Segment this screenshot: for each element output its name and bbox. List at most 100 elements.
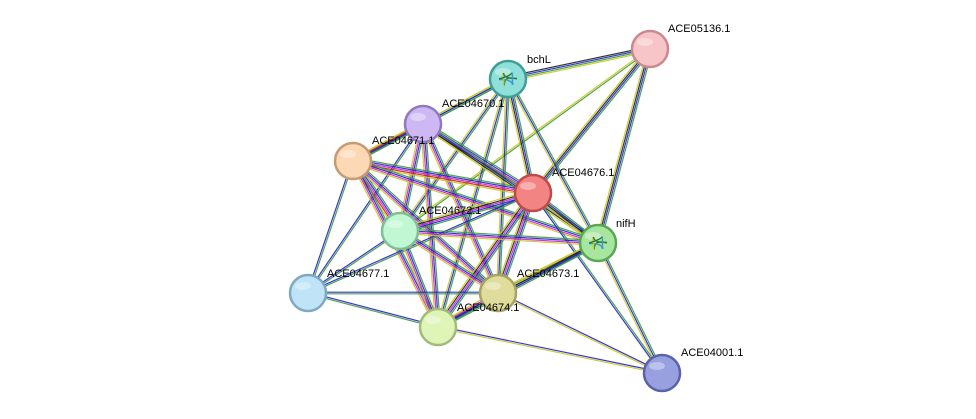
structure-strand <box>592 237 595 250</box>
structure-strand <box>601 236 604 250</box>
edge-layer <box>306 46 664 375</box>
edge-channel <box>399 192 534 232</box>
edge-ace05136-1-ace04672-1 <box>399 47 651 233</box>
edge-channel <box>533 192 664 373</box>
node-highlight <box>520 182 536 190</box>
edge-channel <box>599 49 653 244</box>
protein-structure-icon <box>588 236 608 250</box>
node-circle[interactable] <box>333 141 373 181</box>
edge-channel <box>424 120 536 191</box>
edge-channel <box>352 162 598 246</box>
edge-nifh-ace04674-1 <box>436 240 600 330</box>
edge-channel <box>509 78 536 193</box>
edge-channel <box>398 77 508 231</box>
edge-channel <box>400 79 510 233</box>
node-circle[interactable] <box>478 273 518 313</box>
node-circle[interactable] <box>630 29 670 69</box>
node-label-ace04672-1: ACE04672.1 <box>419 205 481 217</box>
edge-channel <box>399 190 533 231</box>
edge-channel <box>507 47 650 79</box>
edge-channel <box>400 193 534 234</box>
node-layer <box>288 29 682 393</box>
node-label-bchl: bchL <box>527 54 551 66</box>
edge-channel <box>507 78 599 244</box>
edge-channel <box>508 50 651 82</box>
edge-channel <box>531 48 650 193</box>
edge-channel <box>438 325 663 373</box>
node-ace04674-1[interactable] <box>418 307 458 347</box>
edge-channel <box>308 161 355 294</box>
structure-strand <box>498 72 513 80</box>
node-ace05136-1[interactable] <box>630 29 670 69</box>
structure-strand <box>588 236 603 244</box>
node-circle[interactable] <box>418 307 458 347</box>
edge-ace04674-1-ace04001-1 <box>437 325 663 375</box>
edge-channel <box>436 191 533 327</box>
node-ace04676-1[interactable] <box>513 173 553 213</box>
edge-channel <box>399 231 498 295</box>
edge-channel <box>400 195 535 235</box>
edge-channel <box>400 228 599 242</box>
node-ace04671-1[interactable] <box>333 141 373 181</box>
node-label-ace05136-1: ACE05136.1 <box>668 23 730 35</box>
edge-ace04672-1-ace04673-1 <box>398 228 500 296</box>
edge-ace05136-1-ace04676-1 <box>530 47 653 195</box>
edge-channel <box>598 242 664 373</box>
node-label-ace04670-1: ACE04670.1 <box>442 98 504 110</box>
node-highlight <box>340 150 356 158</box>
edge-channel <box>352 160 534 194</box>
edge-ace04676-1-ace04674-1 <box>434 190 537 330</box>
label-layer: ACE05136.1 bchL ACE04670.1ACE04671.1ACE046… <box>327 23 743 359</box>
node-circle[interactable] <box>380 211 420 251</box>
edge-channel <box>400 229 599 243</box>
edge-channel <box>434 190 531 326</box>
edge-channel <box>508 49 651 81</box>
edge-channel <box>498 291 663 373</box>
node-highlight <box>585 232 601 240</box>
node-circle[interactable] <box>288 273 328 313</box>
edge-channel <box>306 160 353 293</box>
node-circle[interactable] <box>642 353 682 393</box>
edge-ace04672-1-nifh <box>399 228 599 246</box>
node-highlight <box>295 282 311 290</box>
edge-channel <box>508 78 535 193</box>
edge-ace04674-1-ace04677-1 <box>307 291 439 329</box>
edge-channel <box>352 161 598 245</box>
edge-channel <box>400 228 500 292</box>
node-label-ace04671-1: ACE04671.1 <box>372 135 434 147</box>
edge-channel <box>506 79 598 245</box>
edge-channel <box>596 243 662 374</box>
edge-channel <box>398 232 498 296</box>
node-ace04673-1[interactable] <box>478 273 518 313</box>
node-ace04677-1[interactable] <box>288 273 328 313</box>
node-ace04670-1[interactable] <box>403 104 443 144</box>
node-nifh[interactable] <box>578 223 618 263</box>
edge-channel <box>507 46 650 78</box>
node-highlight <box>637 38 653 46</box>
edge-channel <box>505 79 532 194</box>
node-circle[interactable] <box>513 173 553 213</box>
edge-channel <box>398 189 533 229</box>
edge-channel <box>400 49 651 233</box>
node-ace04672-1[interactable] <box>380 211 420 251</box>
node-highlight <box>649 362 665 370</box>
edge-channel <box>595 48 649 243</box>
node-circle[interactable] <box>403 104 443 144</box>
edge-channel <box>399 47 650 231</box>
structure-strand <box>502 73 505 86</box>
node-ace04001-1[interactable] <box>642 353 682 393</box>
edge-channel <box>437 327 662 375</box>
edge-channel <box>437 241 598 327</box>
edge-channel <box>598 49 652 244</box>
structure-strand <box>502 72 517 80</box>
node-highlight <box>387 220 403 228</box>
node-highlight <box>485 282 501 290</box>
edge-bchl-nifh <box>506 77 600 245</box>
edge-channel <box>308 124 425 294</box>
edge-channel <box>353 157 534 191</box>
edge-ace05136-1-bchl <box>507 46 651 82</box>
edge-ace04673-1-ace04001-1 <box>497 291 663 375</box>
edge-channel <box>307 293 438 329</box>
node-bchl[interactable] <box>488 59 528 99</box>
edge-channel <box>440 194 537 330</box>
